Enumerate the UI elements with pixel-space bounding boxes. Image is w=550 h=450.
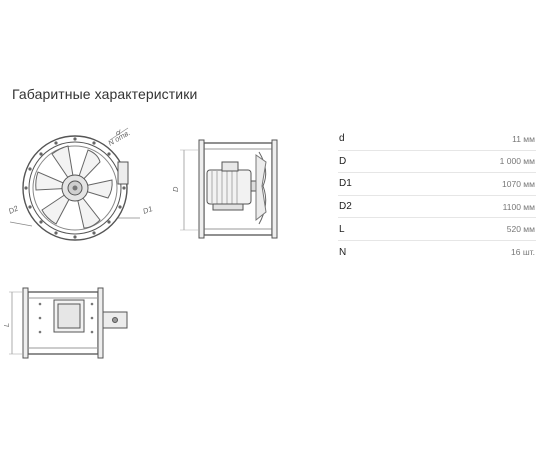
- spec-key: L: [339, 223, 345, 235]
- spec-row-L: L 520 мм: [338, 218, 536, 241]
- label-L: L: [2, 323, 11, 327]
- spec-value: 16 шт.: [511, 247, 535, 258]
- spec-value: 11 мм: [512, 133, 535, 144]
- side-view: [180, 139, 278, 239]
- spec-key: d: [339, 133, 345, 145]
- spec-row-N: N 16 шт.: [338, 241, 536, 264]
- spec-key: D: [339, 155, 347, 167]
- spec-value: 1100 мм: [502, 201, 535, 212]
- spec-value: 1 000 мм: [499, 156, 535, 167]
- spec-key: D2: [339, 201, 352, 213]
- top-view: [9, 287, 128, 359]
- spec-key: N: [339, 246, 347, 258]
- label-d2: D2: [7, 203, 20, 216]
- label-D: D: [171, 186, 180, 192]
- spec-value: 520 мм: [506, 224, 535, 235]
- spec-table: d 11 мм D 1 000 мм D1 1070 мм D2 1100 мм…: [338, 128, 536, 264]
- spec-key: D1: [339, 178, 352, 190]
- section-title: Габаритные характеристики: [12, 86, 198, 102]
- spec-row-D: D 1 000 мм: [338, 151, 536, 174]
- spec-row-D1: D1 1070 мм: [338, 173, 536, 196]
- label-d: d: [116, 128, 121, 137]
- spec-row-d: d 11 мм: [338, 128, 536, 151]
- front-view: [9, 127, 140, 241]
- label-d1: D1: [142, 204, 154, 216]
- spec-value: 1070 мм: [502, 178, 535, 189]
- spec-row-D2: D2 1100 мм: [338, 196, 536, 219]
